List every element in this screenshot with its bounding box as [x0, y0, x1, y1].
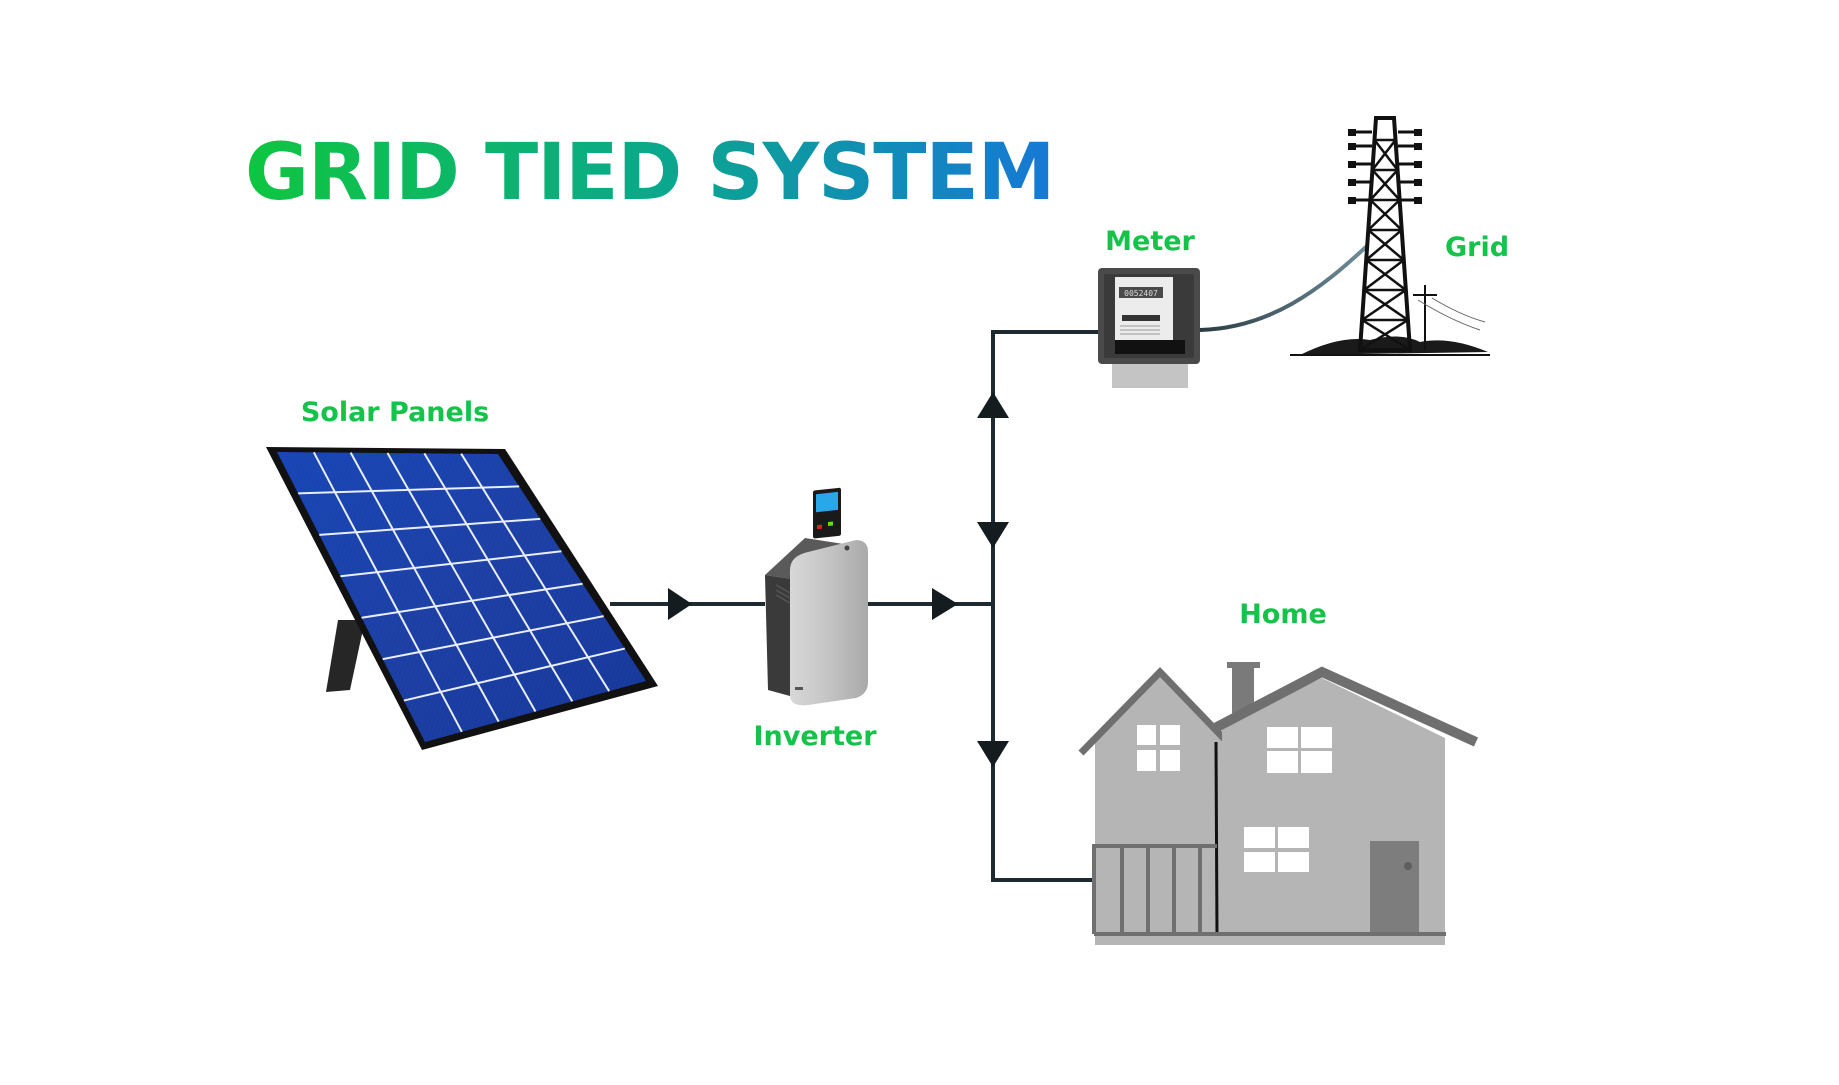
insulator-icon [1348, 197, 1356, 204]
panel-grid-line [340, 550, 562, 578]
arrow-down-icon [977, 741, 1009, 767]
inverter-red-button [817, 524, 822, 530]
panel-grid-line [298, 485, 520, 495]
insulator-icon [1414, 129, 1422, 136]
insulator-icon [1348, 129, 1356, 136]
wire-meter-to-grid [1199, 243, 1370, 332]
panel-grid-line [361, 582, 583, 619]
panel-grid-line [386, 452, 537, 712]
insulator-icon [1414, 143, 1422, 150]
tower-strut [1365, 229, 1403, 261]
insulator-icon [1348, 161, 1356, 168]
panel-grid-line [349, 452, 500, 723]
title-part-grid-tied: GRID TIED [245, 128, 682, 218]
inverter-green-button [828, 521, 833, 526]
insulator-icon [1414, 197, 1422, 204]
porch-fence [1092, 844, 1446, 936]
arrow-right-icon [932, 588, 958, 620]
panel-grid-line [319, 517, 541, 536]
arrow-up-icon [977, 392, 1009, 418]
insulator-icon [1348, 179, 1356, 186]
panel-grid-line [382, 615, 604, 661]
tower-strut [1371, 169, 1401, 201]
insulator-icon [1348, 143, 1356, 150]
flow-arrows [668, 392, 1009, 767]
tower-strut [1361, 288, 1407, 322]
page-title: GRID TIED SYSTEM [245, 134, 1054, 212]
tower-strut [1373, 139, 1399, 171]
panel-grid-line [403, 647, 626, 702]
panel-grid-line [312, 451, 463, 733]
label-solar-panels: Solar Panels [300, 397, 490, 428]
tower-strut [1369, 199, 1403, 231]
insulator-icon [1414, 179, 1422, 186]
house-icon [1078, 662, 1479, 945]
tower-strut [1371, 139, 1397, 171]
meter-icon: 0052407 [1098, 268, 1200, 388]
panel-grid-line [460, 453, 611, 692]
label-home: Home [1239, 599, 1327, 630]
house-windows [1137, 725, 1332, 872]
label-grid: Grid [1444, 232, 1510, 263]
insulator-icon [1414, 161, 1422, 168]
arrow-right-icon [668, 588, 692, 620]
panel-cell-grid [298, 451, 626, 733]
meter-readout-box [1119, 287, 1163, 298]
tower-strut [1367, 199, 1401, 231]
panel-grid-line [423, 452, 574, 702]
tower-strut [1369, 169, 1399, 201]
tower-strut [1359, 318, 1409, 352]
tower-strut [1367, 229, 1405, 261]
label-meter: Meter [1105, 226, 1195, 257]
tower-strut [1363, 259, 1405, 291]
arrow-down-icon [977, 522, 1009, 548]
inverter-screen [816, 491, 838, 513]
panel-stand [326, 620, 365, 692]
solar-panel-icon [266, 447, 658, 750]
transmission-tower-icon [1290, 116, 1490, 356]
meter-readout: 0052407 [1124, 289, 1158, 298]
inverter-icon [765, 487, 868, 706]
house-door [1370, 841, 1419, 935]
title-part-system: SYSTEM [707, 128, 1055, 218]
label-inverter: Inverter [753, 721, 877, 752]
